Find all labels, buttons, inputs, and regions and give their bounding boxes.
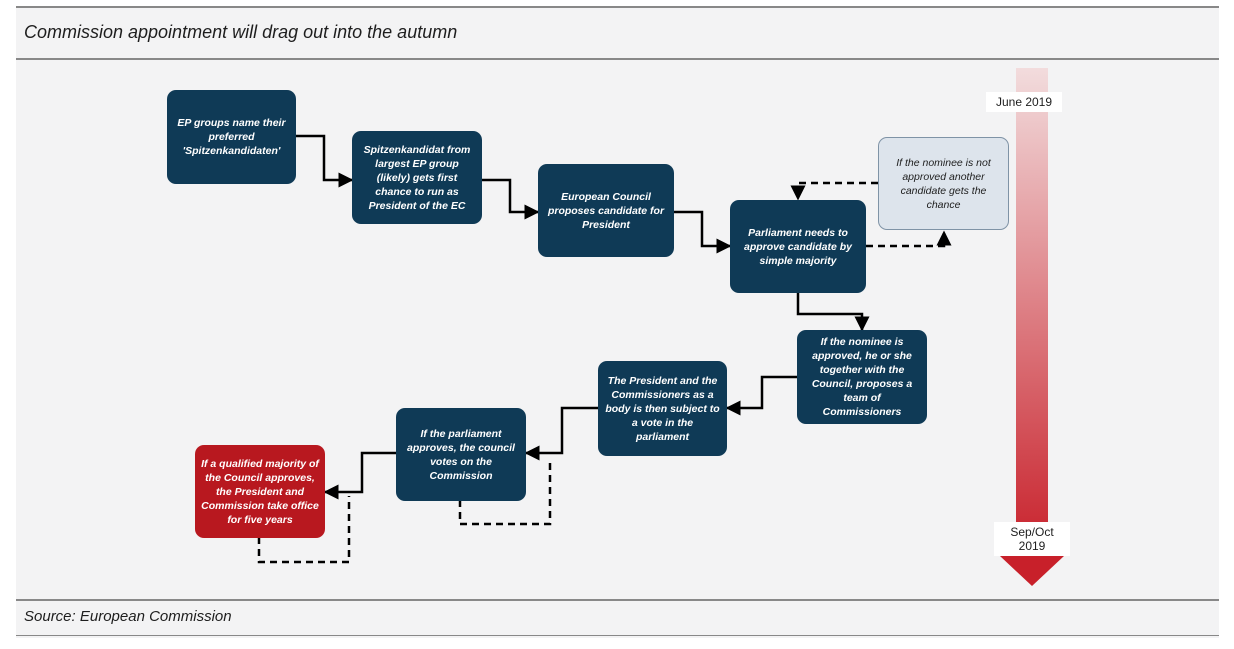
- dashed-loop-step8: [257, 496, 351, 564]
- connector-3-4: [674, 210, 732, 254]
- timeline-arrowhead: [1000, 556, 1064, 586]
- timeline-bar: [1016, 68, 1048, 556]
- dashed-from-rejected: [790, 181, 878, 201]
- flow-step-3: European Council proposes candidate for …: [538, 164, 674, 257]
- dashed-to-rejected: [866, 230, 952, 248]
- flow-step-1: EP groups name their preferred 'Spitzenk…: [167, 90, 296, 184]
- connector-6-7: [524, 406, 598, 461]
- flow-step-8: If a qualified majority of the Council a…: [195, 445, 325, 538]
- timeline-start-label: June 2019: [986, 92, 1062, 112]
- connector-4-5: [796, 293, 870, 332]
- source-note: Source: European Commission: [24, 608, 232, 625]
- dashed-loop-step7: [458, 458, 552, 526]
- connector-7-8: [323, 451, 396, 500]
- flow-step-2: Spitzenkandidat from largest EP group (l…: [352, 131, 482, 224]
- bottom-divider: [16, 635, 1219, 636]
- connector-1-2: [296, 134, 354, 188]
- figure-title: Commission appointment will drag out int…: [24, 22, 458, 42]
- connector-5-6: [725, 375, 797, 416]
- flow-step-6: The President and the Commissioners as a…: [598, 361, 727, 456]
- connector-2-3: [482, 178, 540, 220]
- source-divider: [16, 599, 1219, 601]
- title-divider: [16, 58, 1219, 60]
- flow-step-4: Parliament needs to approve candidate by…: [730, 200, 866, 293]
- timeline-end-label: Sep/Oct 2019: [994, 522, 1070, 556]
- flow-rejected-note: If the nominee is not approved another c…: [878, 137, 1009, 230]
- flow-step-5: If the nominee is approved, he or she to…: [797, 330, 927, 424]
- flow-step-7: If the parliament approves, the council …: [396, 408, 526, 501]
